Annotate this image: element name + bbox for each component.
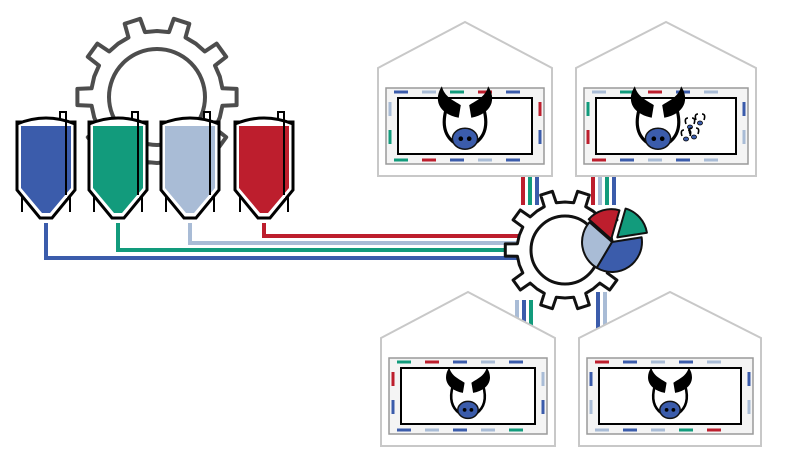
- silo-lid: [16, 116, 76, 126]
- silo-green: [87, 111, 149, 220]
- silo-lid: [234, 116, 294, 126]
- silo-lid: [88, 116, 148, 126]
- pig-ear: [630, 86, 654, 118]
- barn-icon: [380, 290, 556, 447]
- silo-pipe: [59, 111, 67, 195]
- pie-slice: [587, 208, 621, 241]
- barn-icon: [575, 20, 757, 177]
- pig-face-icon: [630, 86, 686, 150]
- pig-face-icon: [446, 367, 490, 420]
- silo-fill: [239, 126, 289, 213]
- piglets-icon: [680, 113, 706, 142]
- pipe-green: [116, 223, 520, 252]
- pie-slice: [595, 236, 643, 273]
- pipe-blue: [44, 223, 520, 260]
- pig-face-icon: [437, 86, 493, 150]
- pig-snout: [451, 127, 479, 150]
- barns: [377, 20, 762, 447]
- pig-ear: [446, 367, 465, 393]
- silo-pipe: [131, 111, 139, 195]
- pig-face-icon: [648, 367, 692, 420]
- pie-slice: [581, 221, 613, 269]
- pig-ear: [662, 86, 686, 118]
- pig-snout: [644, 127, 672, 150]
- pipe-lightblue: [188, 223, 520, 245]
- pie-slice: [616, 207, 648, 239]
- silo-pipe: [203, 111, 211, 195]
- silo-lid: [160, 116, 220, 126]
- silo-fill: [21, 126, 71, 213]
- silo-red: [233, 111, 295, 220]
- pig-ear: [437, 86, 461, 118]
- pig-snout: [457, 400, 479, 420]
- pen-room: [400, 367, 536, 425]
- pig-ear: [673, 367, 692, 393]
- pipe-red: [262, 223, 520, 238]
- silo-fill: [93, 126, 143, 213]
- barn-icon: [377, 20, 553, 177]
- pig-ear: [469, 86, 493, 118]
- pig-ear: [471, 367, 490, 393]
- silo-lightblue: [159, 111, 221, 220]
- barn-icon: [578, 290, 762, 447]
- pie-chart-icon: [581, 207, 648, 273]
- silo-blue: [15, 111, 77, 220]
- pig-snout: [659, 400, 681, 420]
- silo-fill: [165, 126, 215, 213]
- pig-ear: [648, 367, 667, 393]
- silo-pipe: [277, 111, 285, 195]
- feed-silos: [15, 111, 295, 220]
